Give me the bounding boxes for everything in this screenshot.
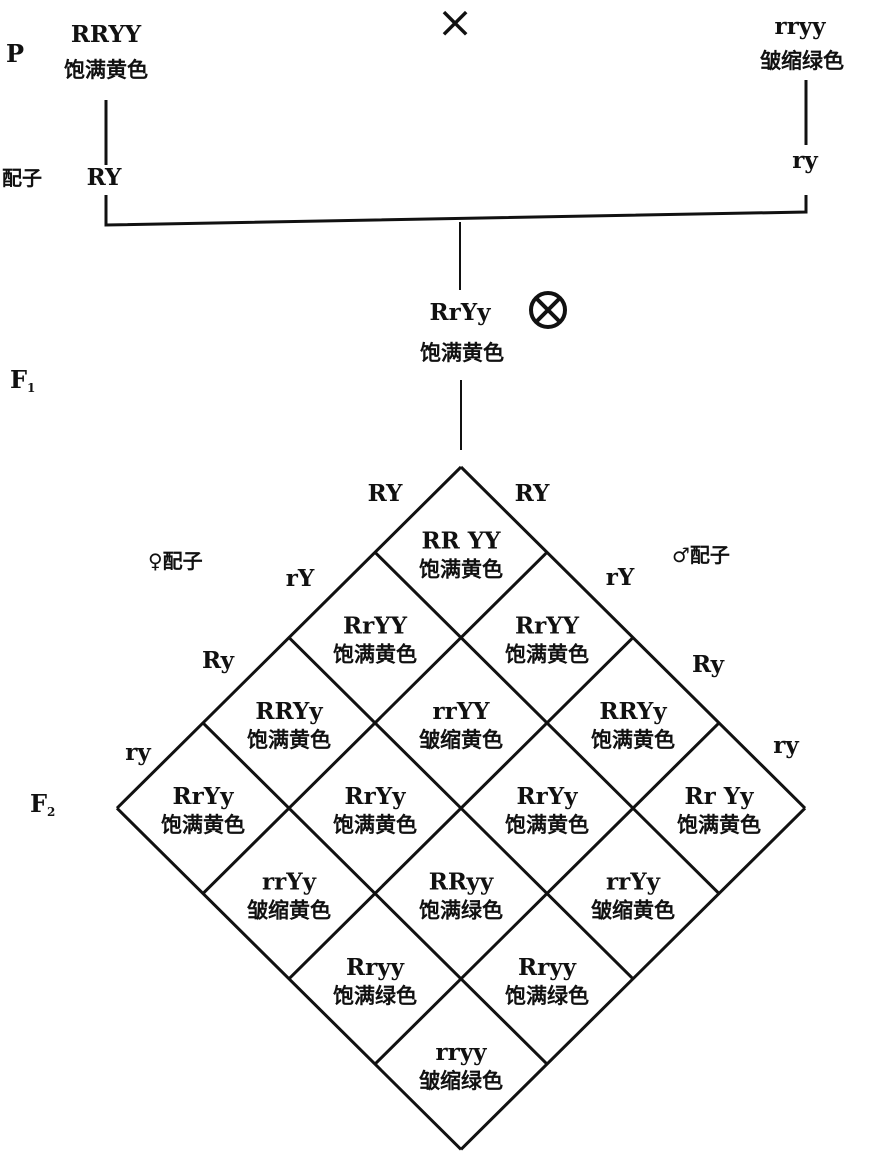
selfing-symbol	[529, 291, 567, 329]
punnett-cell: Rryy 饱满绿色	[505, 954, 589, 1008]
cell-phenotype: 饱满绿色	[419, 899, 503, 923]
female-gamete-label: ♀配子	[148, 549, 203, 573]
cell-phenotype: 饱满黄色	[161, 813, 245, 837]
parent1-gamete: RY	[87, 164, 122, 191]
cell-genotype: RrYy	[172, 783, 234, 810]
cell-phenotype: 皱缩黄色	[590, 899, 675, 923]
cell-genotype: Rr Yy	[684, 783, 754, 810]
cell-genotype: RrYy	[516, 783, 578, 810]
male-gamete: Ry	[692, 651, 725, 678]
cross-bracket-line	[104, 195, 808, 227]
male-gamete: rY	[606, 564, 635, 591]
cell-genotype: RRYy	[599, 698, 667, 725]
cell-genotype: rrYY	[432, 698, 490, 725]
punnett-cell: RR YY 饱满黄色	[419, 527, 503, 581]
cell-phenotype: 饱满黄色	[591, 728, 675, 752]
cell-genotype: RrYY	[343, 613, 408, 640]
grid-line	[287, 636, 635, 980]
cell-phenotype: 饱满黄色	[505, 813, 589, 837]
cell-genotype: RrYY	[515, 613, 580, 640]
punnett-cell: Rr Yy 饱满黄色	[677, 783, 761, 837]
cell-phenotype: 饱满绿色	[505, 984, 589, 1008]
gamete-label: 配子	[2, 166, 42, 190]
punnett-cell: rryy 皱缩绿色	[418, 1039, 503, 1093]
cell-genotype: rryy	[436, 1039, 488, 1066]
generation-f2-label: F2	[30, 789, 55, 819]
parent2-gamete: ry	[792, 147, 818, 174]
male-gamete: RY	[515, 480, 550, 507]
grid-line	[115, 807, 463, 1151]
male-gamete-label: ♂配子	[672, 543, 730, 567]
generation-f1-label: F1	[10, 365, 35, 395]
f1-genotype: RrYy	[429, 299, 491, 326]
parent2-phenotype: 皱缩绿色	[759, 49, 844, 73]
cross-symbol: ×	[437, 0, 474, 48]
female-gamete: Ry	[202, 647, 235, 674]
punnett-cell: rrYy 皱缩黄色	[590, 869, 675, 923]
punnett-cell: rrYy 皱缩黄色	[246, 869, 331, 923]
parent1-genotype: RRYY	[71, 21, 142, 48]
grid-line	[459, 807, 807, 1151]
punnett-cell: RrYY 饱满黄色	[505, 613, 589, 667]
punnett-cell: RrYY 饱满黄色	[333, 613, 417, 667]
punnett-cell: RRYy 饱满黄色	[591, 698, 675, 752]
parent1-phenotype: 饱满黄色	[64, 58, 148, 82]
female-gamete: ry	[125, 739, 151, 766]
cell-genotype: Rryy	[346, 954, 405, 981]
cell-phenotype: 饱满黄色	[333, 643, 417, 667]
cell-phenotype: 饱满黄色	[677, 813, 761, 837]
punnett-cell: RrYy 饱满黄色	[505, 783, 589, 837]
female-gamete: rY	[286, 565, 315, 592]
male-gamete: ry	[773, 732, 799, 759]
cell-genotype: Rryy	[518, 954, 577, 981]
cell-genotype: rrYy	[606, 869, 661, 896]
cell-genotype: RRyy	[429, 869, 494, 896]
cell-genotype: RrYy	[344, 783, 406, 810]
f1-phenotype: 饱满黄色	[420, 341, 504, 365]
punnett-cell: rrYY 皱缩黄色	[418, 698, 503, 752]
cell-phenotype: 皱缩黄色	[246, 899, 331, 923]
cell-genotype: RRYy	[255, 698, 323, 725]
grid-line	[373, 721, 721, 1066]
cell-phenotype: 饱满黄色	[333, 813, 417, 837]
cell-genotype: rrYy	[262, 869, 317, 896]
punnett-cell: Rryy 饱满绿色	[333, 954, 417, 1008]
cell-phenotype: 饱满绿色	[333, 984, 417, 1008]
punnett-cell: RrYy 饱满黄色	[161, 783, 245, 837]
punnett-cell: RRyy 饱满绿色	[419, 869, 503, 923]
cell-phenotype: 饱满黄色	[247, 728, 331, 752]
generation-p-label: P	[6, 39, 24, 68]
cell-phenotype: 饱满黄色	[505, 643, 589, 667]
female-gamete: RY	[368, 480, 403, 507]
cell-phenotype: 饱满黄色	[419, 557, 503, 581]
cell-phenotype: 皱缩绿色	[418, 1069, 503, 1093]
punnett-cell: RrYy 饱满黄色	[333, 783, 417, 837]
cell-genotype: RR YY	[421, 527, 501, 554]
grid-line	[201, 721, 549, 1066]
parent2-genotype: rryy	[775, 13, 827, 40]
cell-phenotype: 皱缩黄色	[418, 728, 503, 752]
punnett-cell: RRYy 饱满黄色	[247, 698, 331, 752]
punnett-square: RY rY Ry ry RY rY Ry ry RR YY 饱满黄色 RrYY 饱满黄色 RRYy 饱满黄…	[115, 465, 807, 1151]
